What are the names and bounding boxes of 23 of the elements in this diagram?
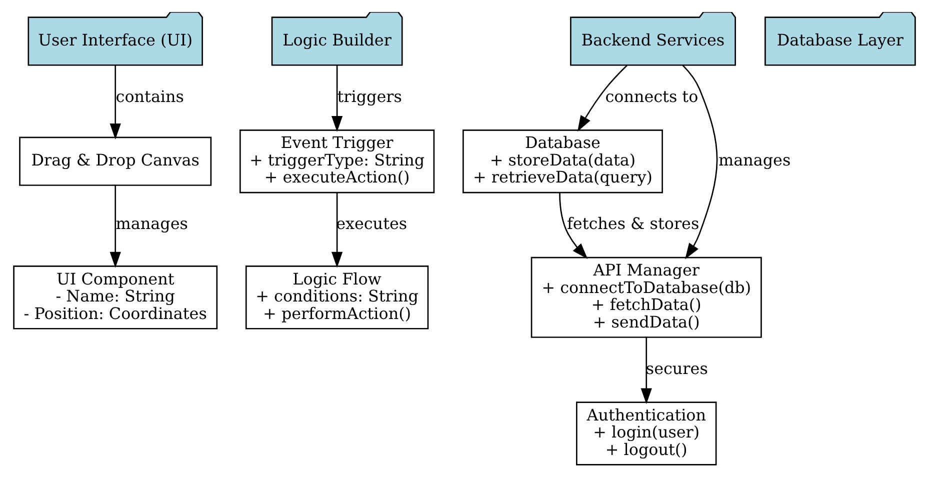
node-box: UI Component - Name: String - Position: Coordinates [13, 265, 218, 329]
edge-label: manages [116, 214, 188, 233]
arrow [640, 336, 652, 404]
arrow [331, 64, 343, 132]
edge-label: secures [646, 358, 708, 378]
arrow [559, 192, 588, 258]
arrow [682, 64, 718, 259]
node-box: Event Trigger + triggerType: String + executeAction() [239, 128, 435, 193]
edge-label: fetches & stores [567, 214, 700, 233]
node-box: Database + storeData(data) + retrieveData(query) [462, 128, 663, 193]
node-box: Drag & Drop Canvas [19, 136, 212, 186]
arrow [110, 184, 121, 268]
edge-label: executes [336, 214, 408, 233]
edge-label: triggers [337, 86, 402, 106]
node-box: Logic Flow + conditions: String + performAction() [245, 265, 429, 329]
node-box: API Manager + connectToDatabase(db) + fetchData() + sendData() [530, 256, 762, 338]
arrow [577, 64, 628, 132]
edge-label: connects to [605, 86, 698, 106]
edge-label: contains [116, 86, 184, 106]
node-box: Authentication + login(user) + logout() [576, 401, 717, 465]
edge-label: manages [718, 150, 791, 169]
arrow [110, 64, 121, 139]
arrow [331, 192, 343, 268]
